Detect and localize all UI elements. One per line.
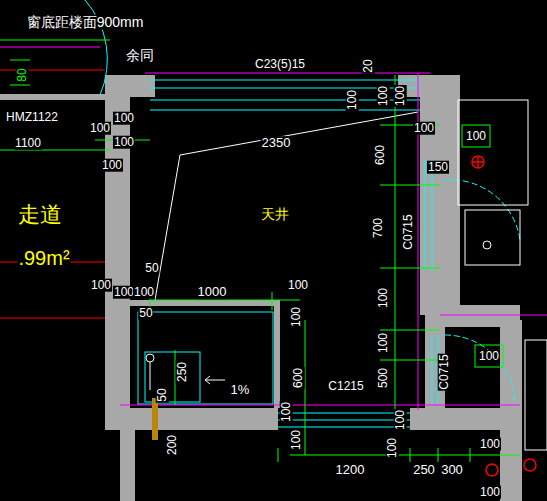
- plan-label: 100: [113, 286, 135, 299]
- plan-label: 100: [465, 130, 487, 143]
- plan-label: 100: [479, 486, 501, 499]
- plan-label: 300: [440, 463, 464, 477]
- dimension-vertical: 100: [290, 306, 303, 328]
- plan-label: HMZ1122: [5, 111, 59, 124]
- plan-label: 1000: [197, 285, 228, 299]
- dimension-vertical: 100: [377, 332, 390, 354]
- dimension-vertical: 100: [386, 437, 399, 459]
- plan-label: 100: [113, 136, 135, 149]
- plan-label: 150: [427, 161, 449, 174]
- dimension-vertical: 100: [290, 429, 303, 451]
- plan-label: 100: [479, 438, 501, 451]
- plan-label: 1%: [230, 383, 251, 397]
- dimension-vertical: 100: [377, 85, 390, 107]
- plan-label: 余同: [125, 48, 155, 63]
- dimension-vertical: 500: [377, 367, 390, 389]
- plan-label: 50: [144, 262, 159, 275]
- plan-label: 100: [101, 159, 123, 172]
- plan-label: 100: [413, 122, 435, 135]
- dimension-vertical: 20: [362, 58, 375, 73]
- plan-label: 2350: [261, 136, 292, 150]
- plan-label: 100: [478, 350, 500, 363]
- plan-label: C1215: [327, 380, 364, 393]
- dimension-vertical: 100: [394, 85, 407, 107]
- plan-label: .99m²: [17, 248, 70, 269]
- plan-label: 100: [89, 122, 111, 135]
- dimension-vertical: 100: [377, 287, 390, 309]
- dimension-vertical: 100: [346, 89, 359, 111]
- dimension-vertical: 200: [166, 434, 179, 456]
- dimension-vertical: 600: [374, 144, 387, 166]
- dimension-vertical: 50: [156, 387, 169, 402]
- plan-label: C23(5)15: [254, 58, 306, 71]
- dimension-vertical: 100: [280, 401, 293, 423]
- plan-label: 50: [138, 307, 153, 320]
- dimension-vertical: 700: [372, 217, 385, 239]
- plan-label: 走道: [17, 203, 63, 226]
- plan-label: 100: [287, 279, 309, 292]
- plan-label: 窗底距楼面900mm: [26, 15, 145, 30]
- plan-label: 1200: [335, 463, 366, 477]
- dimension-vertical: C0715: [438, 353, 451, 390]
- plan-label: 100: [113, 112, 135, 125]
- dimension-vertical: C0715: [402, 213, 415, 250]
- plan-label: 100: [133, 286, 155, 299]
- plan-label: 100: [90, 279, 112, 292]
- dimension-vertical: 600: [292, 367, 305, 389]
- dimension-vertical: 250: [176, 361, 189, 383]
- plan-label: 250: [412, 463, 436, 477]
- plan-label: 天井: [260, 207, 290, 222]
- plan-label: 1100: [14, 137, 42, 150]
- dimension-vertical: 80: [16, 67, 29, 82]
- dimension-vertical: 100: [394, 409, 407, 431]
- pipe-mark: [152, 398, 158, 440]
